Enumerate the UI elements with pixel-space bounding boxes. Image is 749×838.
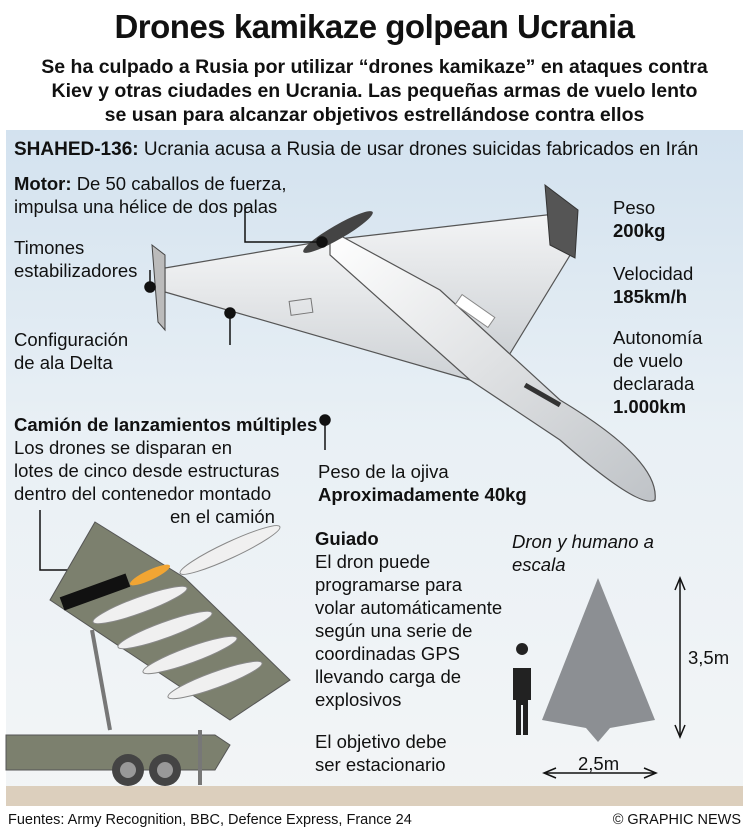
truck-title: Camión de lanzamientos múltiples	[14, 414, 318, 435]
range-value: 1.000km	[613, 396, 687, 417]
truck-launcher-illustration	[5, 521, 291, 786]
human-silhouette	[513, 643, 531, 735]
rudder-label: estabilizadores	[14, 260, 138, 281]
weight-label: Peso	[613, 197, 656, 218]
truck-text: dentro del contenedor montado	[14, 483, 272, 504]
motor-text: De 50 caballos de fuerza,	[76, 173, 287, 194]
warhead-label: Peso de la ojiva	[318, 461, 449, 482]
motor-label: Motor:	[14, 173, 72, 194]
speed-label: Velocidad	[613, 263, 694, 284]
range-label: Autonomía	[613, 327, 703, 348]
truck-text: Los drones se disparan en	[14, 437, 233, 458]
truck-text: en el camión	[170, 506, 275, 527]
range-label: de vuelo	[613, 350, 683, 371]
guidance-text: El objetivo debe	[315, 731, 447, 752]
subtitle-line: se usan para alcanzar objetivos estrellá…	[104, 104, 645, 126]
guidance-text: según una serie de	[315, 620, 473, 641]
delta-wing-label: de ala Delta	[14, 352, 113, 373]
guidance-text: programarse para	[315, 574, 463, 595]
truck-text: lotes de cinco desde estructuras	[14, 460, 280, 481]
speed-value: 185km/h	[613, 286, 688, 307]
drone-fuselage	[329, 228, 656, 502]
drone-left-rudder	[151, 243, 166, 332]
range-label: declarada	[613, 373, 695, 394]
scale-title: escala	[512, 554, 566, 575]
guidance-text: coordinadas GPS	[315, 643, 461, 664]
height-dimension: 3,5m	[688, 647, 730, 668]
warhead-value: Aproximadamente 40kg	[318, 484, 527, 505]
guidance-text: ser estacionario	[315, 754, 446, 775]
guidance-text: explosivos	[315, 689, 402, 710]
guidance-text: El dron puede	[315, 551, 431, 572]
width-dimension: 2,5m	[578, 753, 620, 774]
sources: Fuentes: Army Recognition, BBC, Defence …	[8, 812, 412, 828]
scale-title: Dron y humano a	[512, 531, 654, 552]
scale-diagram	[513, 576, 686, 779]
model-name: SHAHED-136:	[14, 139, 139, 160]
drone-silhouette	[542, 578, 655, 742]
ground-strip	[6, 786, 743, 806]
weight-value: 200kg	[613, 220, 666, 241]
subtitle-line: Kiev y otras ciudades en Ucrania. Las pe…	[51, 80, 698, 102]
motor-text: impulsa una hélice de dos palas	[14, 196, 278, 217]
subtitle-line: Se ha culpado a Rusia por utilizar “dron…	[41, 56, 708, 78]
drone-illustration	[151, 183, 656, 502]
page-title: Drones kamikaze golpean Ucrania	[114, 8, 635, 45]
guidance-title: Guiado	[315, 528, 379, 549]
guidance-text: llevando carga de	[315, 666, 462, 687]
delta-wing-label: Configuración	[14, 329, 129, 350]
rudder-label: Timones	[14, 237, 85, 258]
drone-right-rudder	[544, 183, 579, 259]
model-description: Ucrania acusa a Rusia de usar drones sui…	[143, 139, 699, 160]
guidance-text: volar automáticamente	[315, 597, 503, 618]
credit: © GRAPHIC NEWS	[612, 812, 741, 828]
